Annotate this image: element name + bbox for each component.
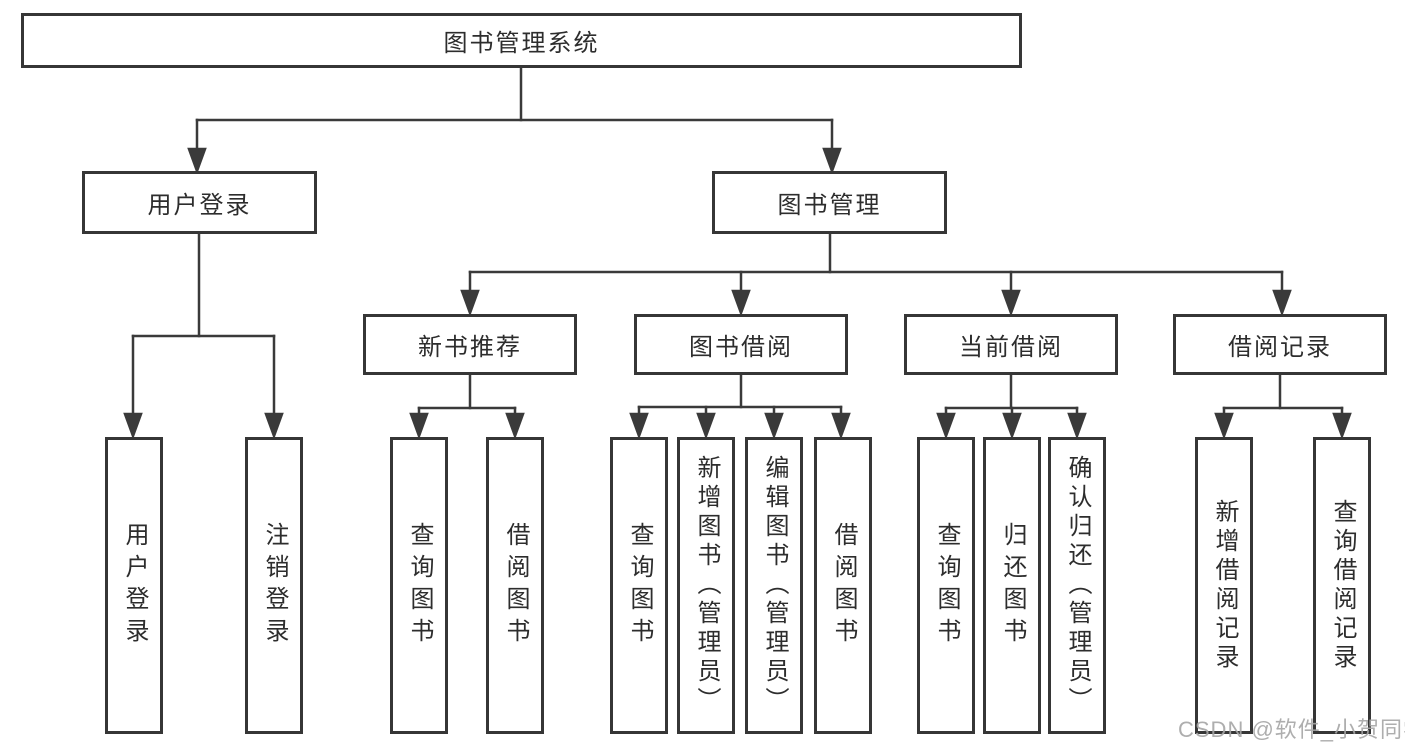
leaf-query-books-borrow: 查询图书 (610, 437, 668, 734)
leaf-user-login-label: 用户登录 (121, 521, 148, 650)
node-borrow-records: 借阅记录 (1173, 314, 1387, 375)
leaf-borrow-books-recommend-label: 借阅图书 (502, 521, 529, 650)
node-root-system: 图书管理系统 (21, 13, 1022, 68)
leaf-query-books-borrow-label: 查询图书 (626, 521, 653, 650)
leaf-logout: 注销登录 (245, 437, 303, 734)
leaf-borrow-books-borrow: 借阅图书 (814, 437, 872, 734)
leaf-query-books-recommend-label: 查询图书 (406, 521, 433, 650)
leaf-query-borrow-record: 查询借阅记录 (1313, 437, 1371, 734)
leaf-query-books-current-label: 查询图书 (933, 521, 960, 650)
node-current-borrow: 当前借阅 (904, 314, 1118, 375)
leaf-add-borrow-record-label: 新增借阅记录 (1211, 498, 1238, 673)
node-new-book-recommend: 新书推荐 (363, 314, 577, 375)
leaf-add-borrow-record: 新增借阅记录 (1195, 437, 1253, 734)
leaf-confirm-return-admin-label: 确认归还（管理员） (1064, 455, 1091, 716)
leaf-confirm-return-admin: 确认归还（管理员） (1048, 437, 1106, 734)
leaf-add-book-admin: 新增图书（管理员） (677, 437, 735, 734)
csdn-watermark: CSDN @软件_小贺同学 (1178, 717, 1405, 742)
node-book-borrow: 图书借阅 (634, 314, 848, 375)
leaf-user-login: 用户登录 (105, 437, 163, 734)
leaf-query-books-current: 查询图书 (917, 437, 975, 734)
leaf-edit-book-admin: 编辑图书（管理员） (745, 437, 803, 734)
leaf-logout-label: 注销登录 (261, 521, 288, 650)
leaf-query-borrow-record-label: 查询借阅记录 (1329, 498, 1356, 673)
node-book-management: 图书管理 (712, 171, 947, 234)
leaf-query-books-recommend: 查询图书 (390, 437, 448, 734)
leaf-return-books: 归还图书 (983, 437, 1041, 734)
node-user-login: 用户登录 (82, 171, 317, 234)
leaf-edit-book-admin-label: 编辑图书（管理员） (761, 455, 788, 716)
leaf-borrow-books-borrow-label: 借阅图书 (830, 521, 857, 650)
leaf-add-book-admin-label: 新增图书（管理员） (693, 455, 720, 716)
leaf-return-books-label: 归还图书 (999, 521, 1026, 650)
leaf-borrow-books-recommend: 借阅图书 (486, 437, 544, 734)
